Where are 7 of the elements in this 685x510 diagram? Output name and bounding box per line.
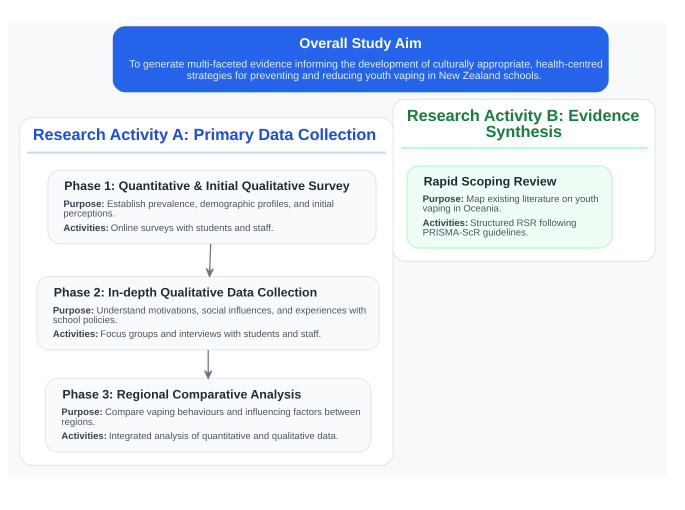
arrow — [204, 350, 212, 379]
node-box: Phase 1: Quantitative & Initial Qualitative Survey Purpose: Establish prevalence, demographic profiles, and initial perceptions. Activities: Online surveys with students and staff. — [48, 170, 377, 244]
node-box: Rapid Scoping Review Purpose: Map existing literature on youth vaping in Oceania. Activities: Structured RSR following PRISMA-ScR guidelines. — [406, 165, 612, 249]
node-box: Overall Study Aim To generate multi-faceted evidence informing the development of culturally appropriate, health-centred strategies for preventing and reducing youth vaping in New Zealand schools. — [112, 26, 609, 92]
node-box: Phase 3: Regional Comparative Analysis Purpose: Compare vaping behaviours and influencing factors between regions. Activities: Integrated analysis of quantitative and qualitative data. — [45, 378, 372, 452]
node-box: Phase 2: In-depth Qualitative Data Collection Purpose: Understand motivations, social influences, and experiences with school policies. Activities: Focus groups and interviews with students and staff. — [36, 276, 380, 350]
arrow — [206, 244, 214, 277]
